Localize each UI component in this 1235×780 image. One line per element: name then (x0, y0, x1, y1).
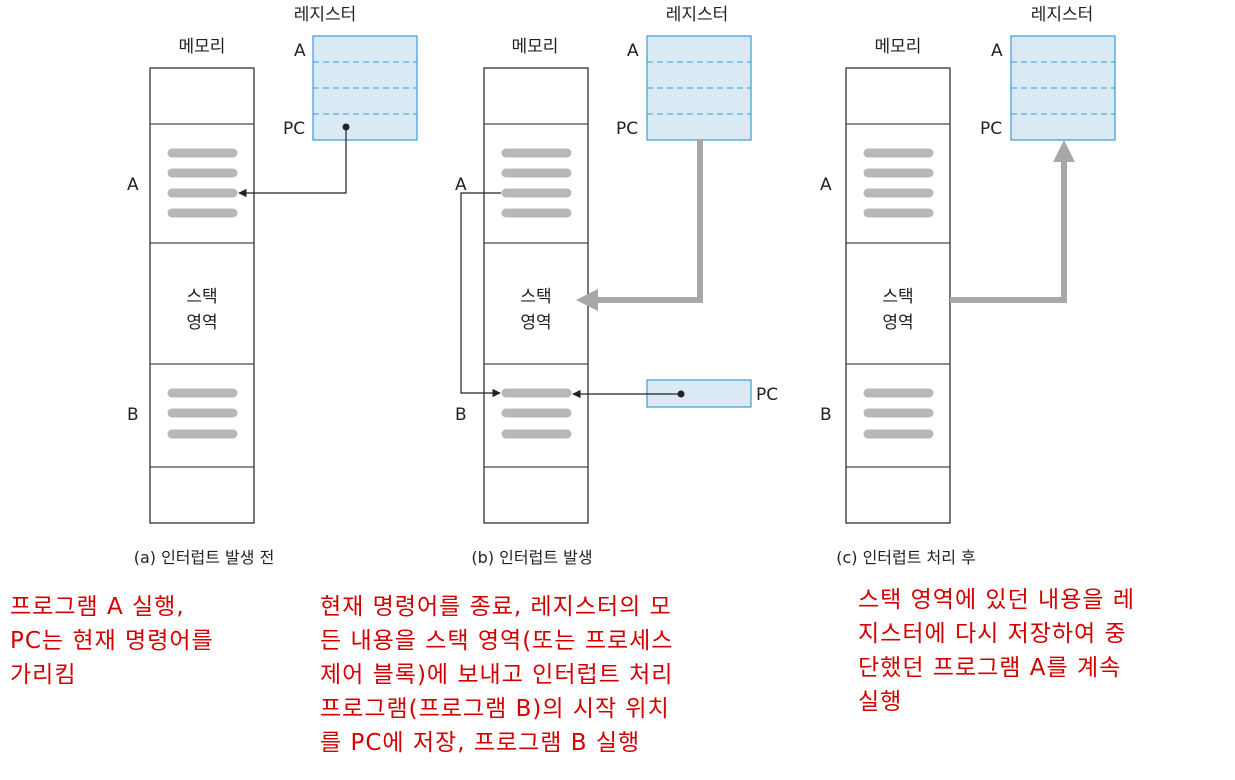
memory-label: 메모리 (512, 37, 559, 57)
register-label: 레지스터 (294, 5, 357, 25)
stack-label: 스택 (520, 287, 551, 307)
register-pc-label: PC (283, 119, 305, 139)
register-a-label: A (294, 41, 306, 61)
memory-a-label: A (455, 175, 467, 195)
note-a: 프로그램 A 실행, PC는 현재 명령어를 가리킴 (10, 590, 214, 692)
caption: (a) 인터럽트 발생 전 (134, 548, 275, 567)
memory-label: 메모리 (875, 37, 922, 57)
memory-b-label: B (455, 405, 467, 425)
note-line: 단했던 프로그램 A를 계속 (858, 655, 1122, 681)
restore-to-register-arrow (950, 140, 1075, 303)
register-label: 레지스터 (1031, 5, 1094, 25)
stack-label-2: 영역 (186, 313, 217, 333)
stack-label: 스택 (882, 287, 913, 307)
memory-label: 메모리 (179, 37, 226, 57)
note-c: 스택 영역에 있던 내용을 레 지스터에 다시 저장하여 중 단했던 프로그램 … (858, 583, 1135, 719)
note-line: 를 PC에 저장, 프로그램 B 실행 (320, 730, 641, 756)
memory-a-label: A (127, 175, 139, 195)
stack-label: 스택 (186, 287, 217, 307)
register-pc-label: PC (616, 119, 638, 139)
register-a-label: A (991, 41, 1003, 61)
program-a-block (167, 148, 238, 218)
note-line: 프로그램 A 실행, (10, 594, 185, 620)
caption: (c) 인터럽트 처리 후 (836, 548, 976, 567)
memory-column (483, 67, 589, 524)
register-box (646, 35, 752, 141)
memory-column (149, 67, 255, 524)
stack-label-2: 영역 (882, 313, 913, 333)
note-line: 제어 블록)에 보내고 인터럽트 처리 (320, 662, 674, 688)
jump-to-program-b-arrow (460, 192, 501, 398)
register-pc-label: PC (980, 119, 1002, 139)
memory-b-label: B (820, 405, 832, 425)
memory-column (845, 67, 951, 524)
note-line: 가리킴 (10, 662, 77, 688)
note-line: 프로그램(프로그램 B)의 시작 위치 (320, 696, 670, 722)
panel-a: 레지스터 메모리 A PC 스택 영역 A (127, 5, 418, 567)
note-line: 지스터에 다시 저장하여 중 (858, 621, 1127, 647)
program-b-block (167, 388, 238, 439)
program-b-block (501, 388, 572, 439)
note-line: PC는 현재 명령어를 (10, 628, 214, 654)
memory-a-label: A (820, 175, 832, 195)
note-line: 든 내용을 스택 영역(또는 프로세스 (320, 628, 674, 654)
panel-b: 레지스터 메모리 A PC 스택 영역 A (455, 5, 778, 567)
pc-pointer-arrow (238, 123, 350, 198)
program-a-block (863, 148, 934, 218)
save-to-stack-arrow (576, 140, 703, 311)
note-b: 현재 명령어를 종료, 레지스터의 모 든 내용을 스택 영역(또는 프로세스 … (320, 590, 673, 760)
register-box (312, 35, 418, 141)
program-a-block (501, 148, 572, 218)
note-line: 현재 명령어를 종료, 레지스터의 모 (320, 594, 672, 620)
note-line: 스택 영역에 있던 내용을 레 (858, 587, 1136, 613)
register-a-label: A (627, 41, 639, 61)
stack-label-2: 영역 (520, 313, 551, 333)
panel-c: 레지스터 메모리 A PC 스택 영역 A (820, 5, 1116, 567)
pc-box (572, 379, 752, 408)
memory-b-label: B (127, 405, 139, 425)
note-line: 실행 (858, 689, 903, 715)
register-box (1010, 35, 1116, 141)
pc-box-label: PC (756, 385, 778, 405)
program-b-block (863, 388, 934, 439)
caption: (b) 인터럽트 발생 (471, 548, 592, 567)
register-label: 레지스터 (666, 5, 729, 25)
